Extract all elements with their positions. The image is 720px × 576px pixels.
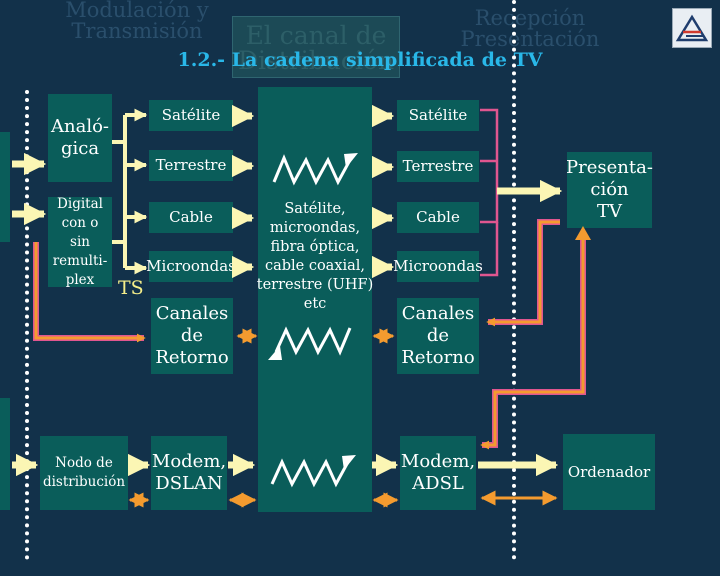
tx-cable-box: Cable: [149, 202, 233, 233]
digital-box: Digital con o sin remulti- plex: [48, 196, 112, 288]
tx-modem-dslan-box: Modem, DSLAN: [151, 436, 227, 510]
modem-ordenador-arrows: [478, 453, 559, 506]
bg-heading-canal: El canal de Distribución: [237, 21, 395, 75]
zigzag-signal-icon: [270, 455, 356, 488]
bg-heading-modulacion: Modulación y Transmisión: [65, 0, 209, 43]
channel-rx-arrows: [371, 104, 399, 477]
rx-canales-retorno-box: Canales de Retorno: [397, 298, 479, 374]
zigzag-signal-icon: [272, 153, 358, 186]
return-double-arrows: [128, 328, 399, 508]
separator-left: [25, 90, 29, 560]
tx-terrestre-box: Terrestre: [149, 150, 233, 181]
zigzag-signal-icon: [268, 326, 352, 360]
page-title: 1.2.- La cadena simplificada de TV: [177, 49, 543, 71]
left-edge-strip-top: [0, 132, 10, 242]
digital-return-line: [33, 242, 146, 343]
tx-canales-retorno-box: Canales de Retorno: [151, 298, 233, 374]
bg-heading-recepcion: Recepción Presentación: [460, 6, 600, 51]
rx-merge-lines: [480, 108, 563, 277]
rx-microondas-box: Microondas: [393, 251, 483, 282]
rx-cable-box: Cable: [397, 202, 479, 233]
edge-input-arrows: [12, 152, 47, 477]
tv-return-line: [486, 219, 560, 327]
separator-right: [512, 0, 516, 560]
analogica-box: Analó- gica: [48, 94, 112, 182]
rx-terrestre-box: Terrestre: [397, 151, 479, 182]
left-edge-strip-bottom: [0, 398, 10, 510]
tx-satelite-box: Satélite: [149, 100, 233, 131]
tv-modem-line: [480, 226, 591, 450]
rx-modem-adsl-box: Modem, ADSL: [400, 436, 476, 510]
ordenador-box: Ordenador: [563, 434, 655, 510]
ts-fanout-bracket: [112, 108, 148, 275]
bg-heading-canal-band: El canal de Distribución: [232, 16, 400, 78]
university-logo-icon: [672, 8, 712, 48]
rx-satelite-box: Satélite: [397, 100, 479, 131]
presentacion-tv-box: Presenta- ción TV: [566, 152, 653, 228]
tx-channel-arrows: [127, 104, 256, 477]
nodo-distribucion-box: Nodo de distribución: [40, 436, 128, 510]
channel-media-text: Satélite, microondas, fibra óptica, cabl…: [256, 201, 374, 312]
tx-microondas-box: Microondas: [146, 251, 236, 282]
ts-label: TS: [118, 277, 144, 299]
